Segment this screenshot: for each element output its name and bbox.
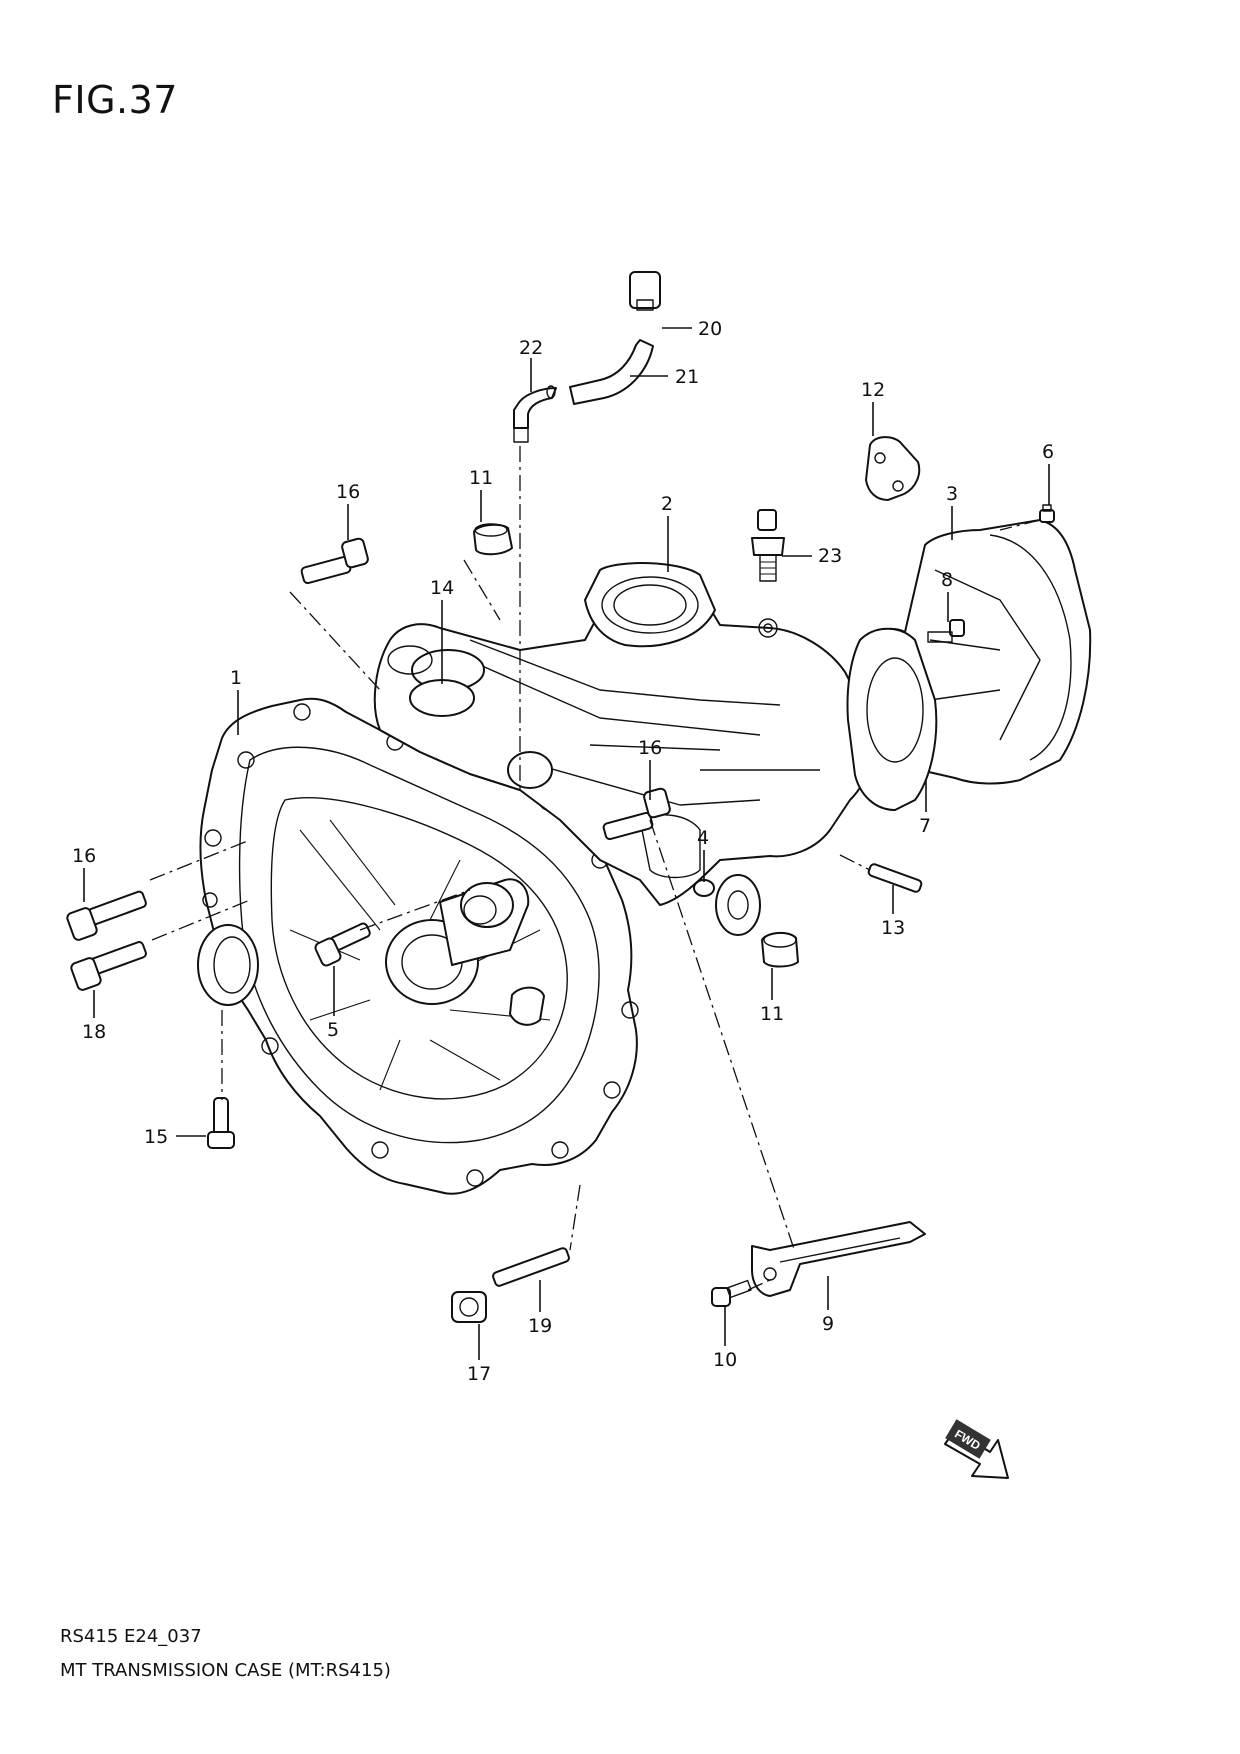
breather-pipe [513,385,557,443]
release-fork [751,1221,926,1297]
transmission-case [373,562,875,936]
bolt-5 [314,922,371,967]
callout-14: 14 [430,577,454,599]
diagram-title: MT TRANSMISSION CASE (MT:RS415) [60,1660,391,1681]
callout-15: 15 [144,1126,168,1148]
connector-cap [629,271,661,311]
figure-title: FIG.37 [52,78,178,122]
callout-20: 20 [698,318,722,340]
diagram-code: RS415 E24_037 [60,1626,202,1647]
bolt-18 [70,941,147,991]
clutch-housing [197,697,639,1195]
gasket-plate [865,436,921,501]
nut-17 [451,1291,487,1323]
leader-lines [83,327,1050,1360]
fwd-arrow-icon: FWD [944,1419,1009,1479]
sealing-cap-14 [409,679,475,717]
bolt-16-left [66,890,147,941]
dowel-pin-4 [693,879,715,897]
callout-11-bottom: 11 [760,1003,784,1025]
callout-21: 21 [675,366,699,388]
callout-11-top: 11 [469,467,493,489]
callout-18: 18 [82,1021,106,1043]
callout-7: 7 [919,815,931,837]
bolt-16-middle [602,787,671,841]
extension-gasket [846,627,938,811]
breather-hose [569,339,654,405]
bolt-8 [927,619,965,643]
bolt-15 [207,1097,235,1149]
callout-3: 3 [946,483,958,505]
callout-12: 12 [861,379,885,401]
callout-17: 17 [467,1363,491,1385]
callout-labels: 20 21 22 12 6 3 23 2 16 11 14 1 8 16 4 7… [72,318,1054,1385]
callout-2: 2 [661,493,673,515]
speed-sensor [751,509,785,582]
callout-1: 1 [230,667,242,689]
drain-plug-6 [1039,504,1055,523]
callout-5: 5 [327,1019,339,1041]
callout-4: 4 [697,827,709,849]
callout-16-middle: 16 [638,737,662,759]
bolt-16-upper [300,537,369,585]
bolt-10 [711,1279,752,1307]
callout-13: 13 [881,917,905,939]
callout-16-left: 16 [72,845,96,867]
stud-13 [867,863,923,893]
plug-11-bottom [761,932,799,968]
callout-9: 9 [822,1313,834,1335]
callout-22: 22 [519,337,543,359]
callout-23: 23 [818,545,842,567]
callout-8: 8 [941,569,953,591]
plug-11-top [473,523,513,556]
callout-19: 19 [528,1315,552,1337]
stud-19 [492,1247,570,1287]
callout-6: 6 [1042,441,1054,463]
callout-10: 10 [713,1349,737,1371]
callout-16-top: 16 [336,481,360,503]
